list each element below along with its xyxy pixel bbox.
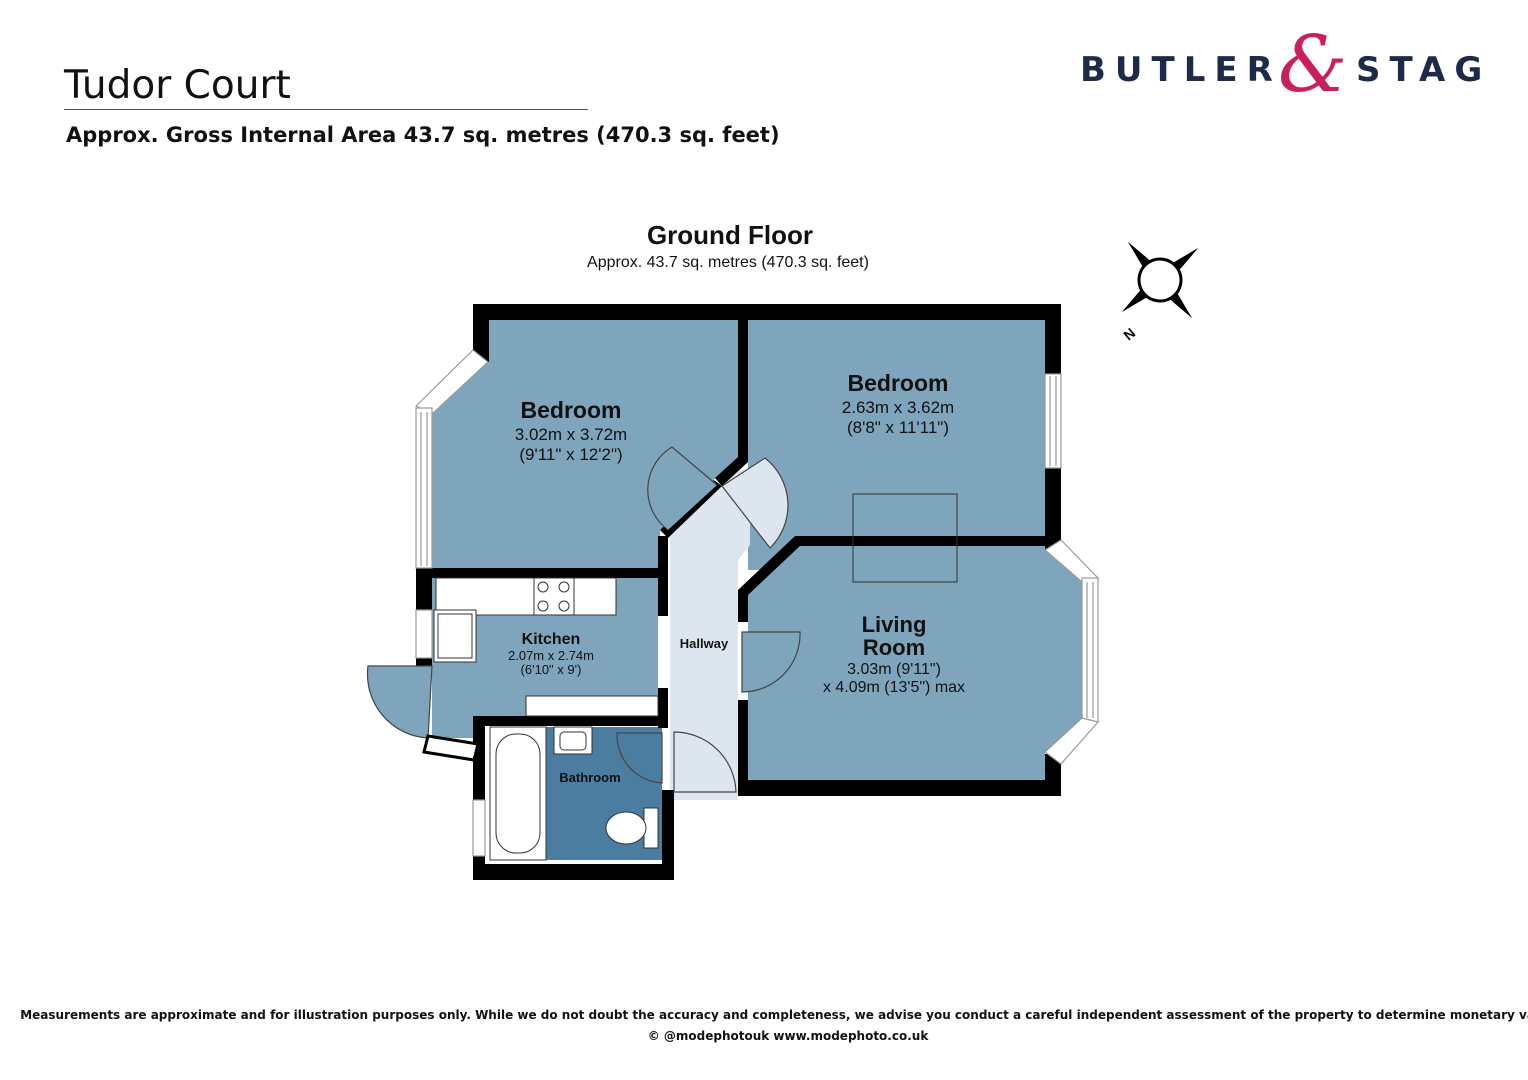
door-hall-entry-swing (673, 731, 737, 793)
kitchen-name: Kitchen (522, 631, 581, 648)
kitchen-sink-icon (437, 613, 473, 659)
compass-icon (1121, 241, 1199, 319)
walls (416, 304, 1061, 880)
door-bathroom-swing (616, 732, 663, 784)
toilet-icon (605, 811, 647, 845)
hallway-floor (668, 470, 750, 800)
logo-word-left: BUTLER (1080, 50, 1282, 90)
door-bedroom-left-swing (647, 446, 718, 531)
bedroom-left-dims-m: 3.02m x 3.72m (515, 425, 627, 444)
living-room-name-1: Living (862, 612, 927, 637)
kitchen-dims-m: 2.07m x 2.74m (508, 648, 594, 663)
doors (366, 446, 801, 793)
footer-disclaimer: Measurements are approximate and for ill… (20, 1008, 1528, 1022)
title-underline (64, 109, 588, 110)
floor-title: Ground Floor (646, 220, 814, 250)
door-kitchen-external-swing (366, 665, 433, 739)
butler-stag-logo: BUTLER & STAG (1080, 26, 1492, 110)
kitchen-fixtures (433, 577, 659, 717)
compass-north-label: N (1120, 325, 1138, 344)
property-title: Tudor Court (64, 63, 291, 108)
door-living-swing (741, 631, 801, 693)
living-room-name-2: Room (863, 635, 925, 660)
bathroom-name: Bathroom (559, 770, 620, 785)
hallway-name: Hallway (680, 636, 729, 651)
external-door-frame (422, 734, 480, 762)
kitchen-worktop-bottom (525, 695, 659, 717)
footer-credit: © @modephotouk www.modephoto.co.uk (647, 1029, 929, 1043)
kitchen-dims-ft: (6'10" x 9') (521, 662, 582, 677)
living-room-dims-1: 3.03m (9'11") (847, 661, 941, 678)
logo-ampersand: & (1278, 20, 1348, 110)
living-room-dims-2: x 4.09m (13'5") max (823, 679, 965, 696)
bedroom-right-dims-m: 2.63m x 3.62m (842, 398, 954, 417)
bedroom-right-name: Bedroom (848, 370, 949, 396)
living-room-floor (748, 546, 1082, 780)
floor-area: Approx. 43.7 sq. metres (470.3 sq. feet) (587, 254, 869, 271)
bedroom-right-dims-ft: (8'8" x 11'11") (847, 418, 949, 437)
bedroom-left-dims-ft: (9'11" x 12'2") (519, 445, 622, 464)
door-bedroom-right-swing (721, 457, 789, 549)
bedroom-cupboard-outline (852, 493, 958, 583)
windows (414, 349, 1100, 857)
bathroom-fixtures (489, 726, 659, 861)
kitchen-worktop-top (435, 577, 617, 616)
gross-area-subtitle: Approx. Gross Internal Area 43.7 sq. met… (66, 123, 780, 147)
bedroom-right-floor (748, 320, 1045, 570)
logo-word-right: STAG (1356, 50, 1492, 90)
bedroom-left-name: Bedroom (521, 397, 622, 423)
